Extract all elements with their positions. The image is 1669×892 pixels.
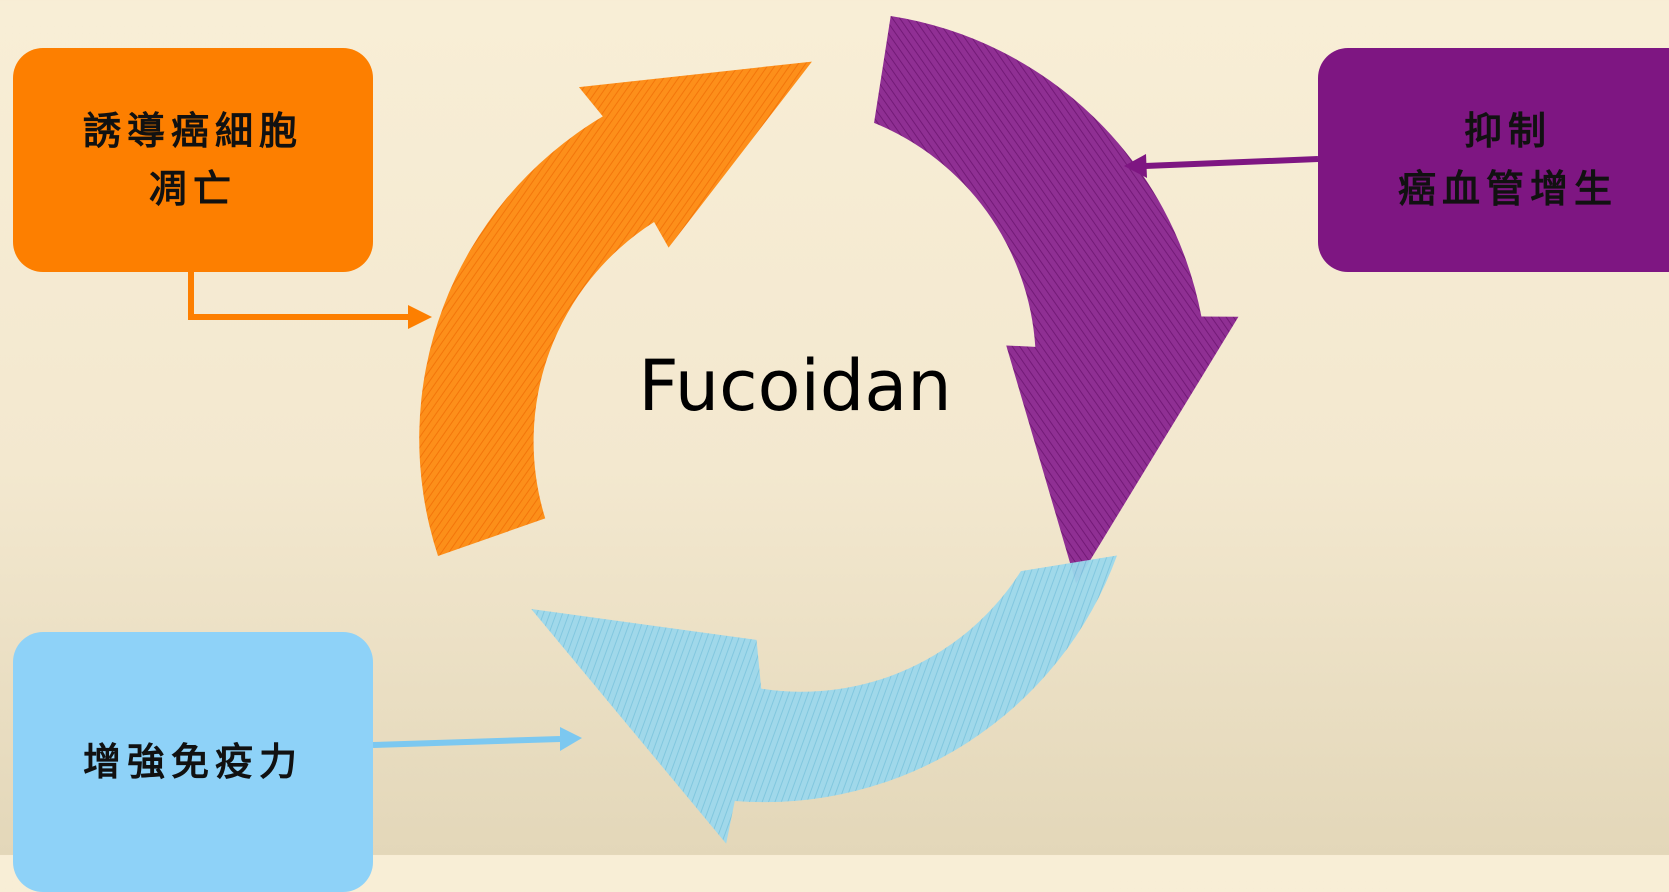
orange-connector-arrowhead [408,305,432,329]
blue-connector-line [373,739,560,745]
angiogenesis-box: 抑制 癌血管增生 [1318,48,1669,272]
orange-connector-line [191,272,410,317]
apoptosis-box: 誘導癌細胞 凋亡 [13,48,373,272]
blue-cycle-arrow [531,556,1117,844]
apoptosis-box-line1: 誘導癌細胞 [83,102,303,160]
apoptosis-box-line2: 凋亡 [149,160,237,218]
purple-cycle-arrow [874,16,1238,583]
angiogenesis-box-line1: 抑制 [1464,102,1552,160]
immunity-box: 增強免疫力 [13,632,373,892]
center-label: Fucoidan [600,345,990,427]
angiogenesis-box-line2: 癌血管增生 [1398,160,1618,218]
immunity-box-line1: 增強免疫力 [83,733,303,791]
purple-connector-line [1145,159,1318,166]
orange-cycle-arrow [419,62,812,556]
blue-connector-arrowhead [560,727,582,751]
